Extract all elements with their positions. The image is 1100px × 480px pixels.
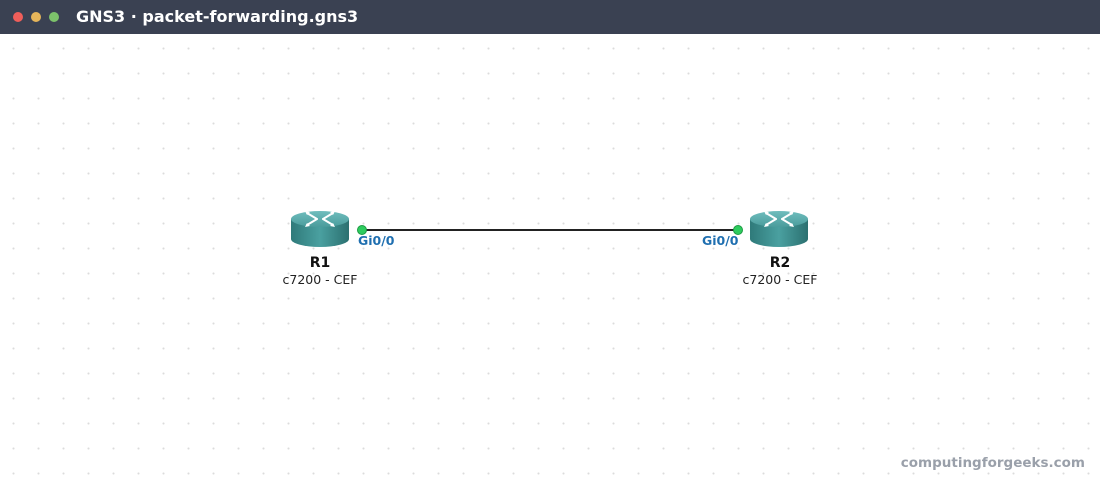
window-title: GNS3 · packet-forwarding.gns3 [76, 7, 359, 26]
node-name: R2 [769, 255, 791, 271]
node-description: c7200 - CEF [282, 272, 358, 287]
topology-drawing [290, 210, 809, 248]
watermark: computingforgeeks.com [900, 455, 1085, 471]
minimize-window-button[interactable] [31, 12, 41, 22]
port-status-dot-r2 [733, 225, 743, 235]
port-status-dot-r1 [357, 225, 367, 235]
router-icon[interactable] [749, 210, 809, 248]
maximize-window-button[interactable] [49, 12, 59, 22]
port-label-r2[interactable]: Gi0/0 [702, 233, 739, 248]
node-r1-label[interactable]: R1 c7200 - CEF [260, 254, 380, 288]
node-name: R1 [309, 255, 331, 271]
port-label-r1[interactable]: Gi0/0 [358, 233, 395, 248]
router-icon[interactable] [290, 210, 350, 248]
topology-canvas[interactable]: Gi0/0 Gi0/0 R1 c7200 - CEF R2 c7200 - CE… [0, 34, 1100, 480]
title-bar[interactable]: GNS3 · packet-forwarding.gns3 [0, 0, 1100, 34]
close-window-button[interactable] [13, 12, 23, 22]
node-description: c7200 - CEF [742, 272, 818, 287]
node-r2-label[interactable]: R2 c7200 - CEF [720, 254, 840, 288]
